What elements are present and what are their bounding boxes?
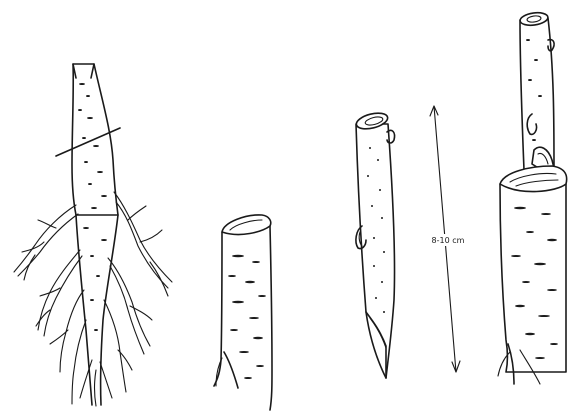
measurement-label: 8-10 cm [432,236,465,245]
cut-rootstock-segment [214,215,272,410]
measurement-arrow: 8-10 cm [428,106,468,372]
scion-wedge [355,110,395,378]
assembled-graft [498,11,567,384]
rootstock-with-roots [14,64,172,406]
